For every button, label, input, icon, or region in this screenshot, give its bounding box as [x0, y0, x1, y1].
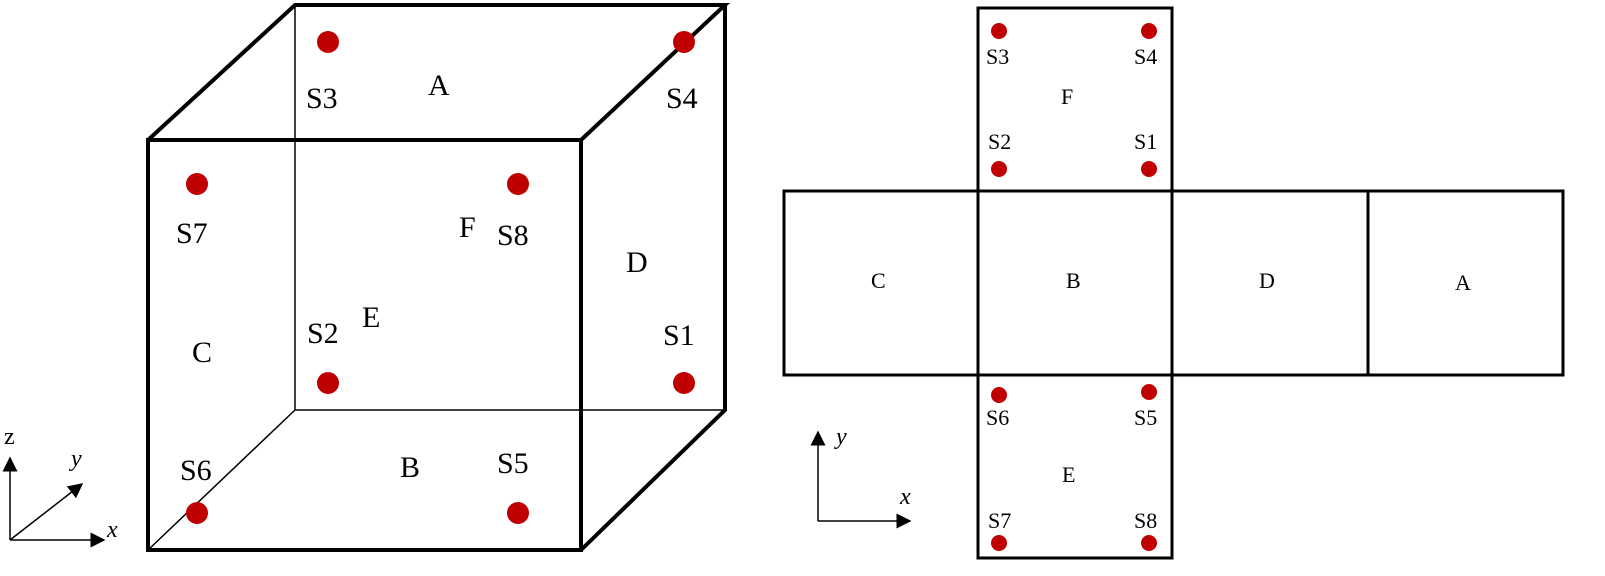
net-label-s4: S4 [1134, 44, 1157, 69]
cube-axes [2, 456, 106, 548]
cube-label-s3: S3 [306, 82, 338, 115]
cube-label-s2: S2 [307, 317, 339, 350]
net-label-s7: S7 [988, 508, 1011, 533]
net-axes [810, 430, 912, 529]
net-diagram: S3 S4 S2 S1 S6 S5 S7 S8 F C B D A E y x [782, 6, 1565, 560]
cube-sensor-dot-s3 [317, 31, 339, 53]
net-sensor-dot-s7 [991, 535, 1007, 551]
net-sensor-dot-s6 [991, 387, 1007, 403]
net-sensor-dot-s4 [1141, 23, 1157, 39]
net-face-f: F [1061, 84, 1073, 109]
net-sensor-dot-s5 [1141, 384, 1157, 400]
net-sensor-dot-s1 [1141, 161, 1157, 177]
cube-front-face [146, 138, 583, 552]
cube-face-a: A [428, 69, 450, 102]
cube-face-f: F [459, 211, 476, 244]
cube-face-d: D [626, 246, 648, 279]
cube-face-e: E [362, 301, 380, 334]
net-face-e: E [1062, 462, 1075, 487]
cube-label-s7: S7 [176, 217, 208, 250]
net-face-a: A [1455, 270, 1471, 295]
net-label-s6: S6 [986, 405, 1009, 430]
cube-axis-label-x: x [106, 517, 118, 543]
net-label-s3: S3 [986, 44, 1009, 69]
cube-visible-edges [146, 3, 731, 552]
cube-label-s1: S1 [663, 319, 695, 352]
net-label-s2: S2 [988, 129, 1011, 154]
cube-axis-y [9, 483, 84, 541]
cube-sensor-dot-s4 [673, 31, 695, 53]
net-sensor-labels: S3 S4 S2 S1 S6 S5 S7 S8 [986, 44, 1157, 533]
cube-label-s8: S8 [497, 219, 529, 252]
cube-diagram: S3 S4 S7 S8 S2 S1 S6 S5 A F D E C B z y … [2, 3, 731, 552]
net-axis-label-y: y [834, 424, 847, 450]
net-label-s8: S8 [1134, 508, 1157, 533]
cube-top-face [146, 3, 731, 142]
cube-sensors [186, 31, 695, 524]
hidden-edge-diagonal [147, 409, 296, 551]
net-face-d: D [1259, 268, 1275, 293]
net-label-s1: S1 [1134, 129, 1157, 154]
cube-face-c: C [192, 336, 212, 369]
net-label-s5: S5 [1134, 405, 1157, 430]
net-sensor-dot-s3 [991, 23, 1007, 39]
cube-side-edges [579, 5, 727, 552]
net-sensor-dot-s2 [991, 161, 1007, 177]
cube-sensor-labels: S3 S4 S7 S8 S2 S1 S6 S5 [176, 82, 698, 487]
cube-face-labels: A F D E C B [192, 69, 648, 484]
cube-axis-label-z: z [4, 424, 15, 450]
net-face-c: C [871, 268, 886, 293]
net-face-labels: F C B D A E [871, 84, 1471, 487]
cube-sensor-dot-s2 [317, 372, 339, 394]
cube-sensor-dot-s5 [507, 502, 529, 524]
net-face-b: B [1066, 268, 1081, 293]
net-sensors [991, 23, 1157, 551]
net-face-a-box [1366, 189, 1565, 377]
cube-label-s4: S4 [666, 82, 698, 115]
cube-sensor-dot-s7 [186, 173, 208, 195]
cube-sensor-dot-s1 [673, 372, 695, 394]
cube-label-s6: S6 [180, 454, 212, 487]
cube-sensor-dot-s6 [186, 502, 208, 524]
cube-hidden-edges [147, 5, 725, 551]
net-face-e-box [976, 373, 1174, 560]
net-sensor-dot-s8 [1141, 535, 1157, 551]
cube-label-s5: S5 [497, 447, 529, 480]
cube-axis-label-y: y [69, 446, 82, 472]
net-axis-label-x: x [899, 484, 911, 510]
cube-face-b: B [400, 451, 420, 484]
cube-sensor-dot-s8 [507, 173, 529, 195]
